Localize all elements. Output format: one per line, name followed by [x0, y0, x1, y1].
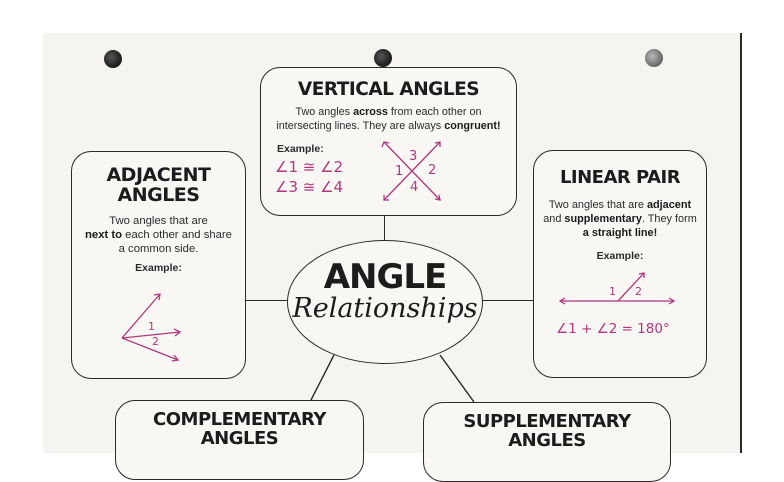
vertical-angles-title: VERTICAL ANGLES: [297, 79, 480, 100]
angle-label-2: 2: [428, 163, 437, 178]
angle-label-1: 1: [395, 164, 404, 179]
center-title: ANGLE: [323, 257, 448, 297]
complementary-angles-card: COMPLEMENTARY ANGLES: [115, 400, 364, 480]
vertical-eq-2: ∠3 ≅ ∠4: [275, 178, 344, 196]
angle-label-1: 1: [148, 320, 155, 333]
angle-label-2: 2: [152, 335, 159, 348]
linear-pair-title: LINEAR PAIR: [559, 167, 681, 188]
angle-label-2: 2: [635, 285, 642, 298]
vertical-eq-1: ∠1 ≅ ∠2: [275, 158, 344, 176]
binder-hole: [645, 49, 663, 67]
vertical-angles-drawing: [381, 141, 441, 201]
adjacent-angles-description: Two angles that are next to each other a…: [85, 214, 232, 255]
linear-pair-card: LINEAR PAIR Two angles that are adjacent…: [533, 150, 707, 378]
connector-line: [245, 300, 289, 302]
example-label: Example:: [277, 143, 324, 155]
connector-line: [482, 300, 534, 302]
adjacent-angles-title: ADJACENT ANGLES: [106, 164, 211, 206]
adjacent-angles-card: ADJACENT ANGLES Two angles that are next…: [71, 151, 246, 379]
supplementary-angles-card: SUPPLEMENTARY ANGLES: [423, 402, 671, 482]
angle-label-1: 1: [609, 285, 616, 298]
linear-pair-drawing: [558, 272, 676, 305]
complementary-angles-title: COMPLEMENTARY ANGLES: [153, 409, 326, 449]
binder-hole: [104, 50, 122, 68]
example-label: Example:: [135, 261, 182, 274]
angle-label-3: 3: [409, 149, 418, 164]
angle-relationships-oval: ANGLE Relationships: [287, 240, 483, 364]
linear-pair-description: Two angles that are adjacent and supplem…: [543, 198, 697, 239]
center-subtitle: Relationships: [292, 293, 478, 324]
vertical-angles-description: Two angles across from each other on int…: [276, 106, 501, 133]
connector-line: [384, 215, 386, 242]
adjacent-angles-drawing: [121, 293, 182, 362]
linear-pair-equation: ∠1 + ∠2 = 180°: [556, 321, 670, 337]
angle-label-4: 4: [410, 180, 419, 195]
binder-hole: [374, 49, 392, 67]
supplementary-angles-title: SUPPLEMENTARY ANGLES: [463, 411, 631, 451]
example-label: Example:: [596, 249, 644, 262]
vertical-angles-card: VERTICAL ANGLES Two angles across from e…: [260, 67, 517, 216]
